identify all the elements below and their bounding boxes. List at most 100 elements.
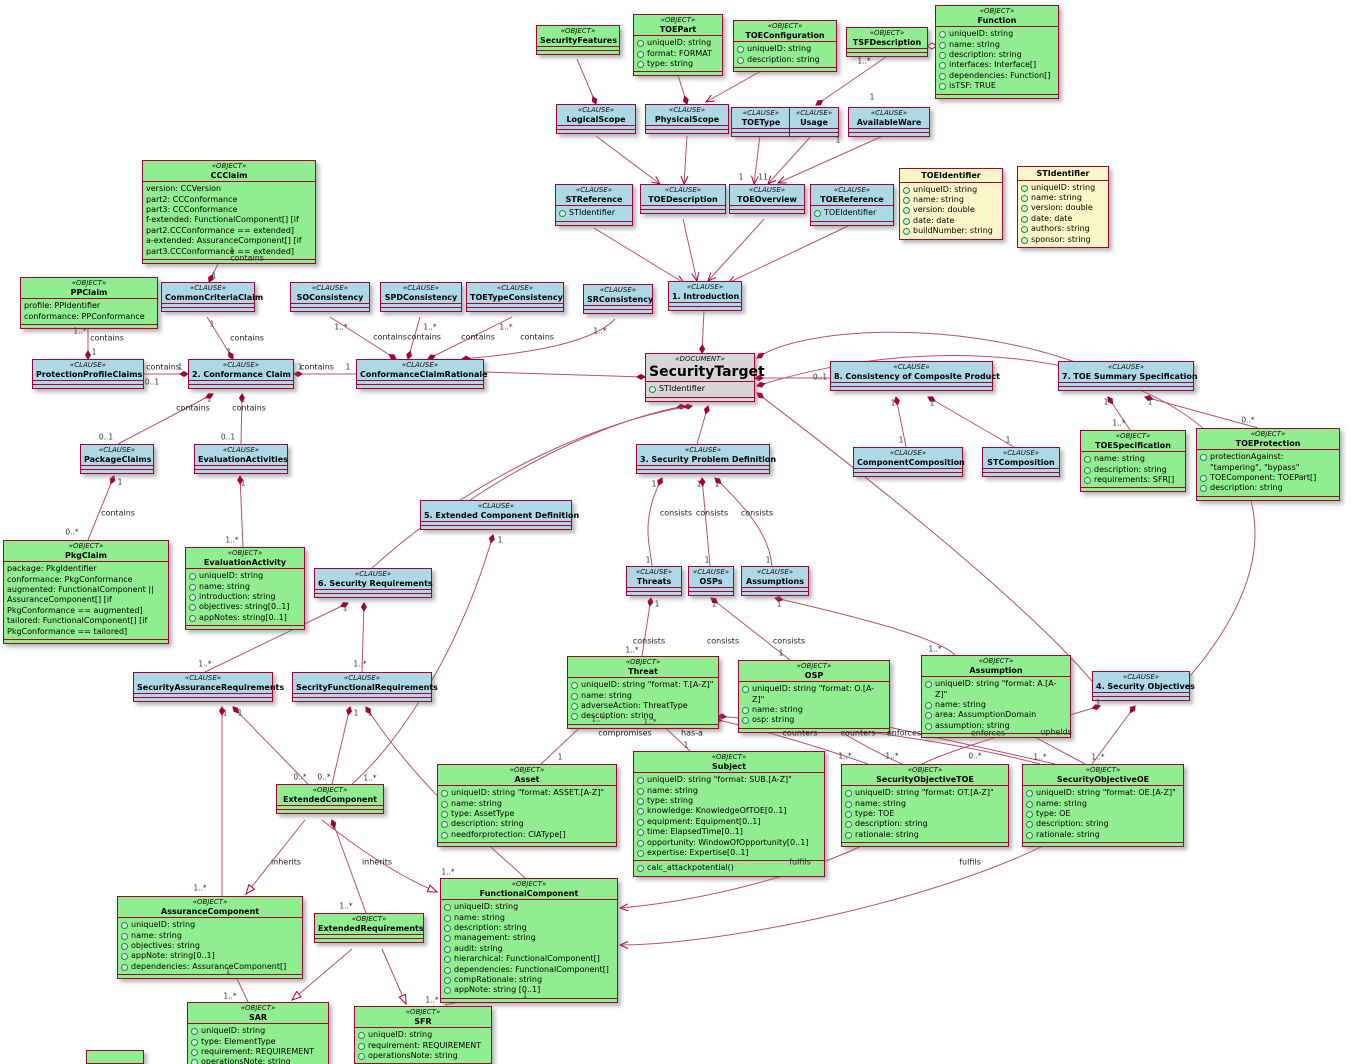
node-toe-type[interactable]: «CLAUSE»TOEType (731, 107, 791, 138)
attribute-text: time: ElapsedTime[0..1] (647, 827, 743, 837)
methods-compartment: calc_attackpotential() (634, 860, 824, 875)
node-ext-comp-def[interactable]: «CLAUSE»5. Extended Component Definition (420, 500, 580, 531)
node-name: Threat (628, 666, 658, 676)
field-bullet-icon (637, 50, 644, 58)
node-security-features[interactable]: «OBJECT»SecurityFeatures (536, 25, 620, 56)
node-security-objectives[interactable]: «CLAUSE»4. Security Objectives (1092, 671, 1195, 702)
node-toe-overview[interactable]: «CLAUSE»TOEOverview (729, 184, 805, 215)
node-threats[interactable]: «CLAUSE»Threats (626, 566, 682, 597)
node-sr-consistency[interactable]: «CLAUSE»SRConsistency (583, 284, 653, 315)
attributes-compartment: uniqueID: string "format: T.[A-Z]"name: … (568, 677, 718, 724)
node-component-composition[interactable]: «CLAUSE»ComponentComposition (853, 447, 965, 478)
node-name: SecurityAssuranceRequirements (137, 682, 285, 692)
node-toe-type-consistency[interactable]: «CLAUSE»TOETypeConsistency (466, 282, 564, 313)
node-extended-component[interactable]: «OBJECT»ExtendedComponent (276, 784, 384, 815)
attribute-text: sponsor: string (1031, 234, 1091, 244)
attribute-row: STIdentifier (649, 384, 751, 394)
attribute-text: uniqueID: string "format: ASSET.[A-Z]" (451, 788, 605, 798)
multiplicity-label: 1 (226, 347, 232, 357)
node-tsf-description[interactable]: «OBJECT»TSFDescription (846, 27, 928, 58)
node-evaluation-activities[interactable]: «CLAUSE»EvaluationActivities (194, 444, 288, 475)
field-bullet-icon (939, 41, 946, 49)
multiplicity-label: 1 (297, 362, 303, 372)
node-package-claims[interactable]: «CLAUSE»PackageClaims (80, 444, 154, 475)
node-stereotype: «OBJECT» (796, 662, 832, 670)
field-bullet-icon (637, 850, 644, 858)
node-stereotype: «OBJECT» (978, 657, 1014, 665)
node-toe-summary-spec[interactable]: «CLAUSE»7. TOE Summary Specification (1058, 361, 1198, 392)
node-sec-problem-def[interactable]: «CLAUSE»3. Security Problem Definition (636, 444, 776, 475)
node-header: «CLAUSE»7. TOE Summary Specification (1059, 362, 1198, 382)
node-st-composition[interactable]: «CLAUSE»STComposition (982, 447, 1060, 478)
node-usage[interactable]: «CLAUSE»Usage (789, 107, 839, 138)
empty-methods-strip (742, 591, 808, 595)
empty-methods-strip (195, 469, 287, 473)
empty-attributes-strip (1059, 382, 1193, 386)
node-available-ware[interactable]: «CLAUSE»AvailableWare (848, 107, 930, 138)
node-header: «CLAUSE»PhysicalScope (646, 105, 728, 125)
node-common-criteria-claim[interactable]: «CLAUSE»CommonCriteriaClaim (161, 282, 263, 313)
node-stereotype: «OBJECT» (351, 915, 387, 923)
node-partial-box[interactable] (86, 1050, 144, 1064)
node-name: STIdentifier (1036, 169, 1090, 178)
node-header: «CLAUSE»TOEReference (811, 185, 893, 205)
node-physical-scope[interactable]: «CLAUSE»PhysicalScope (645, 104, 729, 135)
node-toe-description[interactable]: «CLAUSE»TOEDescription (640, 184, 726, 215)
node-consistency-composite[interactable]: «CLAUSE»8. Consistency of Composite Prod… (830, 361, 1000, 392)
node-assumptions[interactable]: «CLAUSE»Assumptions (741, 566, 809, 597)
node-osps[interactable]: «CLAUSE»OSPs (688, 566, 734, 597)
node-protection-profile-claims[interactable]: «CLAUSE»ProtectionProfileClaims (32, 359, 144, 390)
attribute-text: uniqueID: string "format: OE.[A-Z]" (1036, 788, 1176, 798)
node-header: «CLAUSE»1. Introduction (669, 282, 741, 302)
field-bullet-icon (441, 821, 448, 829)
node-spd-consistency[interactable]: «CLAUSE»SPDConsistency (380, 282, 462, 313)
node-conformance-claim[interactable]: «CLAUSE»2. Conformance Claim (188, 359, 294, 390)
edge-label: consists (659, 508, 693, 518)
node-so-consistency[interactable]: «CLAUSE»SOConsistency (290, 282, 370, 313)
empty-methods-strip (118, 974, 302, 978)
empty-attributes-strip (637, 465, 769, 469)
attribute-text: version: double (1031, 203, 1093, 213)
node-security-assurance-requirements[interactable]: «CLAUSE»SecurityAssuranceRequirements (133, 672, 285, 703)
attribute-row: type: AssetType (441, 809, 613, 819)
node-security-requirements[interactable]: «CLAUSE»6. Security Requirements (314, 568, 433, 599)
node-introduction[interactable]: «CLAUSE»1. Introduction (668, 281, 742, 312)
node-name: SOConsistency (296, 292, 364, 302)
node-conformance-claim-rationale[interactable]: «CLAUSE»ConformanceClaimRationale (356, 359, 488, 390)
node-name: 5. Extended Component Definition (424, 510, 580, 520)
attribute-text: objectives: string[0..1] (199, 602, 290, 612)
node-extended-requirements[interactable]: «OBJECT»ExtendedRequirements (314, 913, 424, 944)
attribute-text: name: string (949, 39, 1000, 49)
node-secrity-functional-requirements[interactable]: «CLAUSE»SecrityFunctionalRequirements (292, 672, 438, 703)
node-logical-scope[interactable]: «CLAUSE»LogicalScope (556, 104, 636, 135)
multiplicity-label: 1..* (885, 751, 899, 761)
empty-methods-strip (134, 697, 272, 701)
